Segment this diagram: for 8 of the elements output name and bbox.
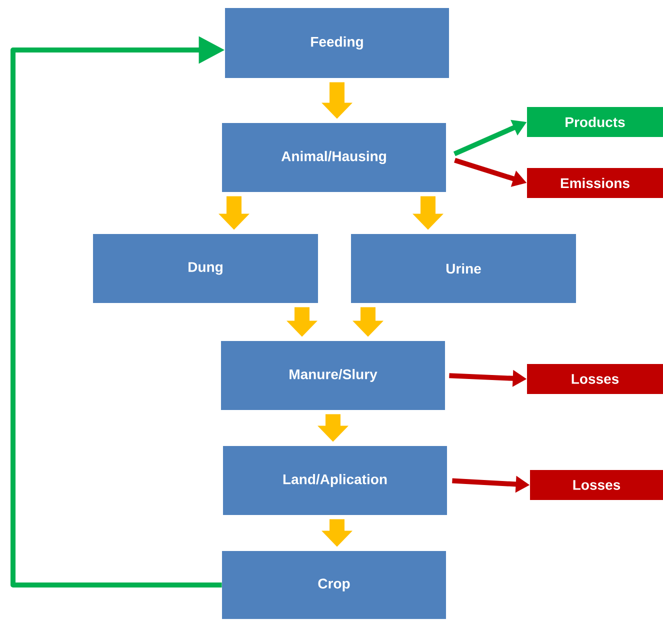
process-box: Crop [222, 551, 446, 619]
output-box: Products [527, 107, 663, 137]
process-box: Dung [93, 234, 318, 303]
process-box: Land/Aplication [223, 446, 447, 515]
process-box: Animal/Hausing [222, 123, 446, 192]
process-box: Urine [351, 234, 576, 303]
process-box: Feeding [225, 8, 449, 78]
process-box: Manure/Slury [221, 341, 445, 410]
